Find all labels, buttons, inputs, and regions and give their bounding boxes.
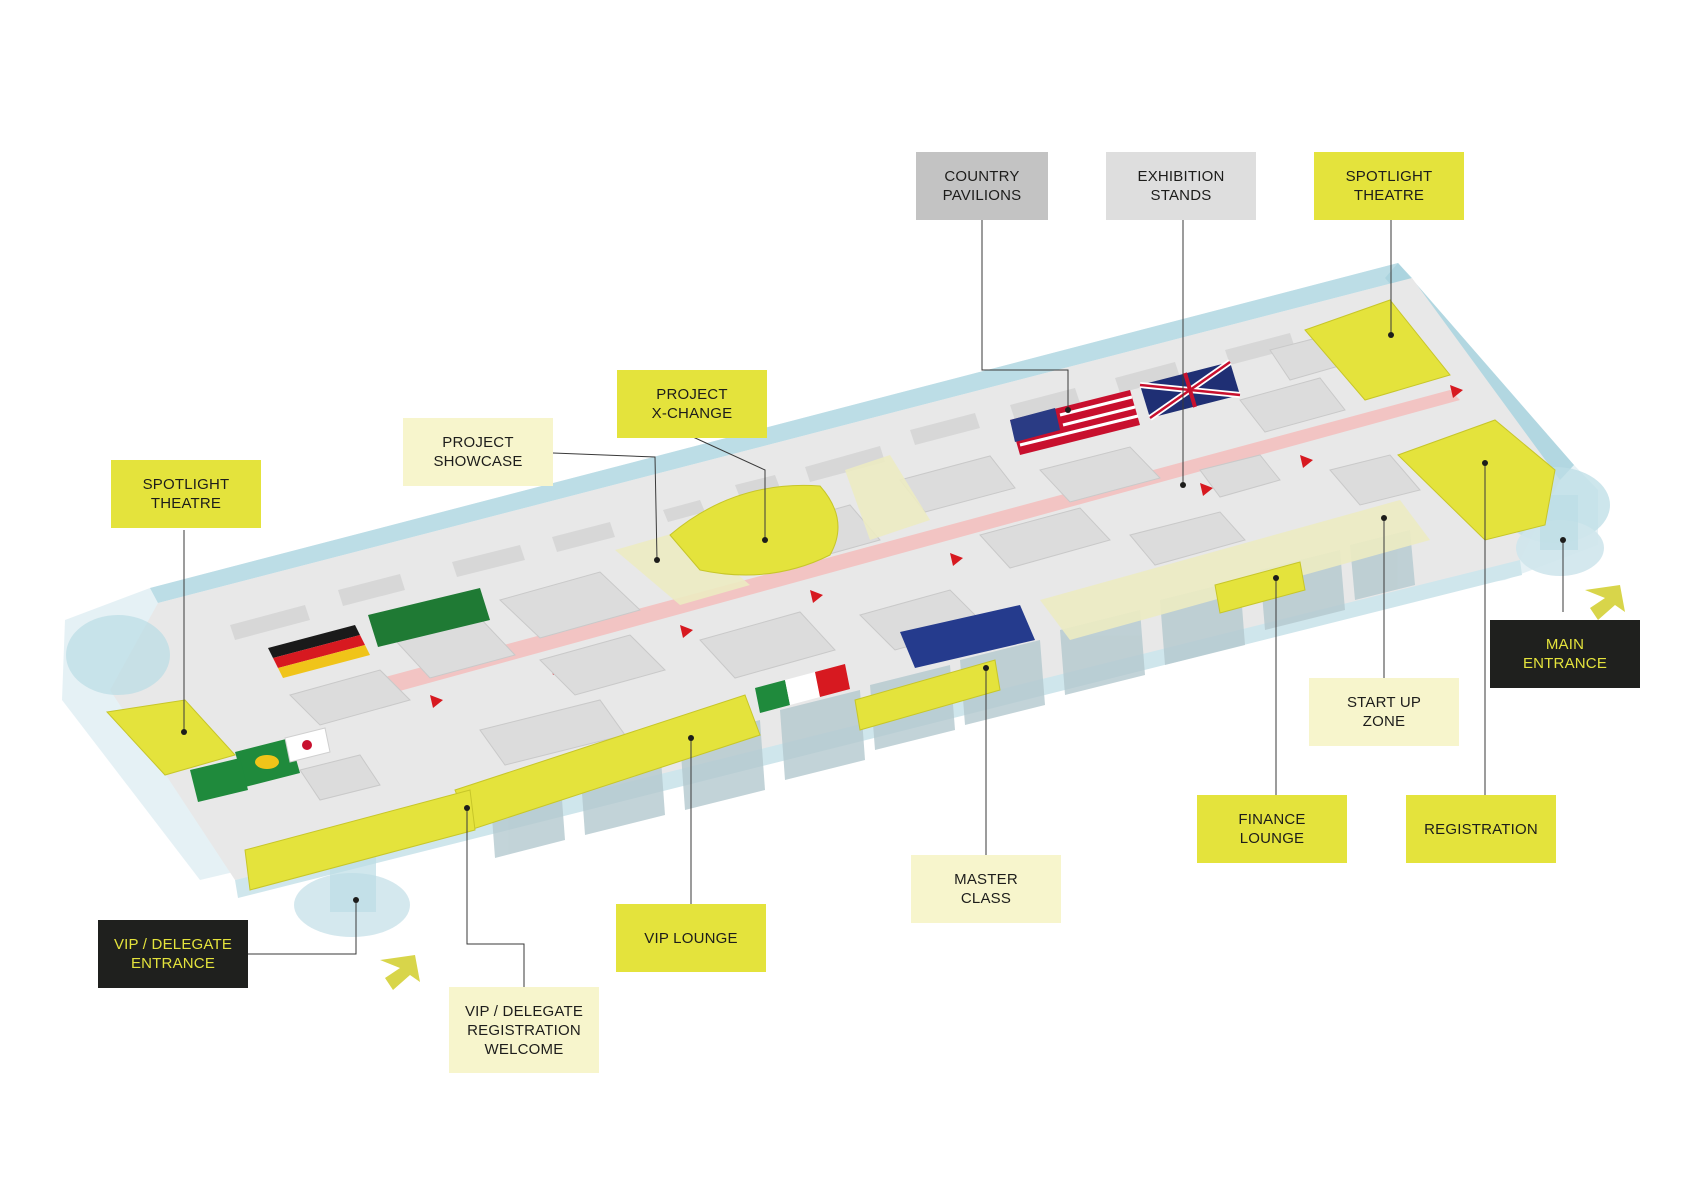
brazil-flag bbox=[235, 738, 300, 787]
italy-flag bbox=[755, 664, 850, 713]
label-exhibition-stands: EXHIBITION STANDS bbox=[1106, 152, 1256, 220]
mexico-flag bbox=[190, 758, 248, 802]
cream-zones bbox=[615, 455, 1430, 640]
entrance-arrow-icon bbox=[1585, 585, 1625, 620]
left-rotunda bbox=[66, 615, 170, 695]
spotlight-theatre-right-zone bbox=[1304, 299, 1451, 401]
label-finance-lounge: FINANCE LOUNGE bbox=[1197, 795, 1347, 863]
finance-lounge-zone bbox=[1214, 561, 1306, 614]
leader-dots bbox=[181, 332, 1566, 903]
south-korea-flag bbox=[284, 727, 331, 763]
project-showcase-zone bbox=[615, 530, 750, 605]
project-xchange-annex bbox=[845, 455, 930, 540]
label-country-pavilions: COUNTRY PAVILIONS bbox=[916, 152, 1048, 220]
leader-lines bbox=[183, 220, 1564, 987]
hall-floor bbox=[110, 278, 1560, 880]
entrance-arrow-icon bbox=[380, 955, 420, 990]
vip-registration-zone bbox=[244, 789, 476, 891]
master-class-zone bbox=[854, 659, 1001, 731]
label-master-class: MASTER CLASS bbox=[911, 855, 1061, 923]
label-project-showcase: PROJECT SHOWCASE bbox=[403, 418, 553, 486]
label-vip-delegate-registration: VIP / DELEGATE REGISTRATION WELCOME bbox=[449, 987, 599, 1073]
germany-flag bbox=[268, 625, 370, 678]
label-vip-delegate-entrance: VIP / DELEGATE ENTRANCE bbox=[98, 920, 248, 988]
eu-flag bbox=[900, 605, 1035, 668]
start-up-zone-area bbox=[1040, 500, 1430, 640]
label-vip-lounge: VIP LOUNGE bbox=[616, 904, 766, 972]
uk-flag bbox=[1139, 359, 1241, 421]
label-spotlight-theatre-left: SPOTLIGHT THEATRE bbox=[111, 460, 261, 528]
saudi-arabia-flag bbox=[368, 588, 490, 647]
back-row-stands bbox=[230, 333, 1295, 640]
registration-zone bbox=[1397, 419, 1556, 541]
label-main-entrance: MAIN ENTRANCE bbox=[1490, 620, 1640, 688]
label-start-up-zone: START UP ZONE bbox=[1309, 678, 1459, 746]
central-aisle bbox=[300, 390, 1460, 715]
usa-flag bbox=[1010, 390, 1140, 455]
yellow-zones bbox=[105, 299, 1556, 891]
label-spotlight-theatre-right: SPOTLIGHT THEATRE bbox=[1314, 152, 1464, 220]
label-project-xchange: PROJECT X-CHANGE bbox=[617, 370, 767, 438]
project-xchange-zone bbox=[669, 484, 839, 576]
hall-glass-top-edge bbox=[150, 263, 1412, 603]
spotlight-theatre-left-zone bbox=[105, 699, 236, 776]
label-registration: REGISTRATION bbox=[1406, 795, 1556, 863]
